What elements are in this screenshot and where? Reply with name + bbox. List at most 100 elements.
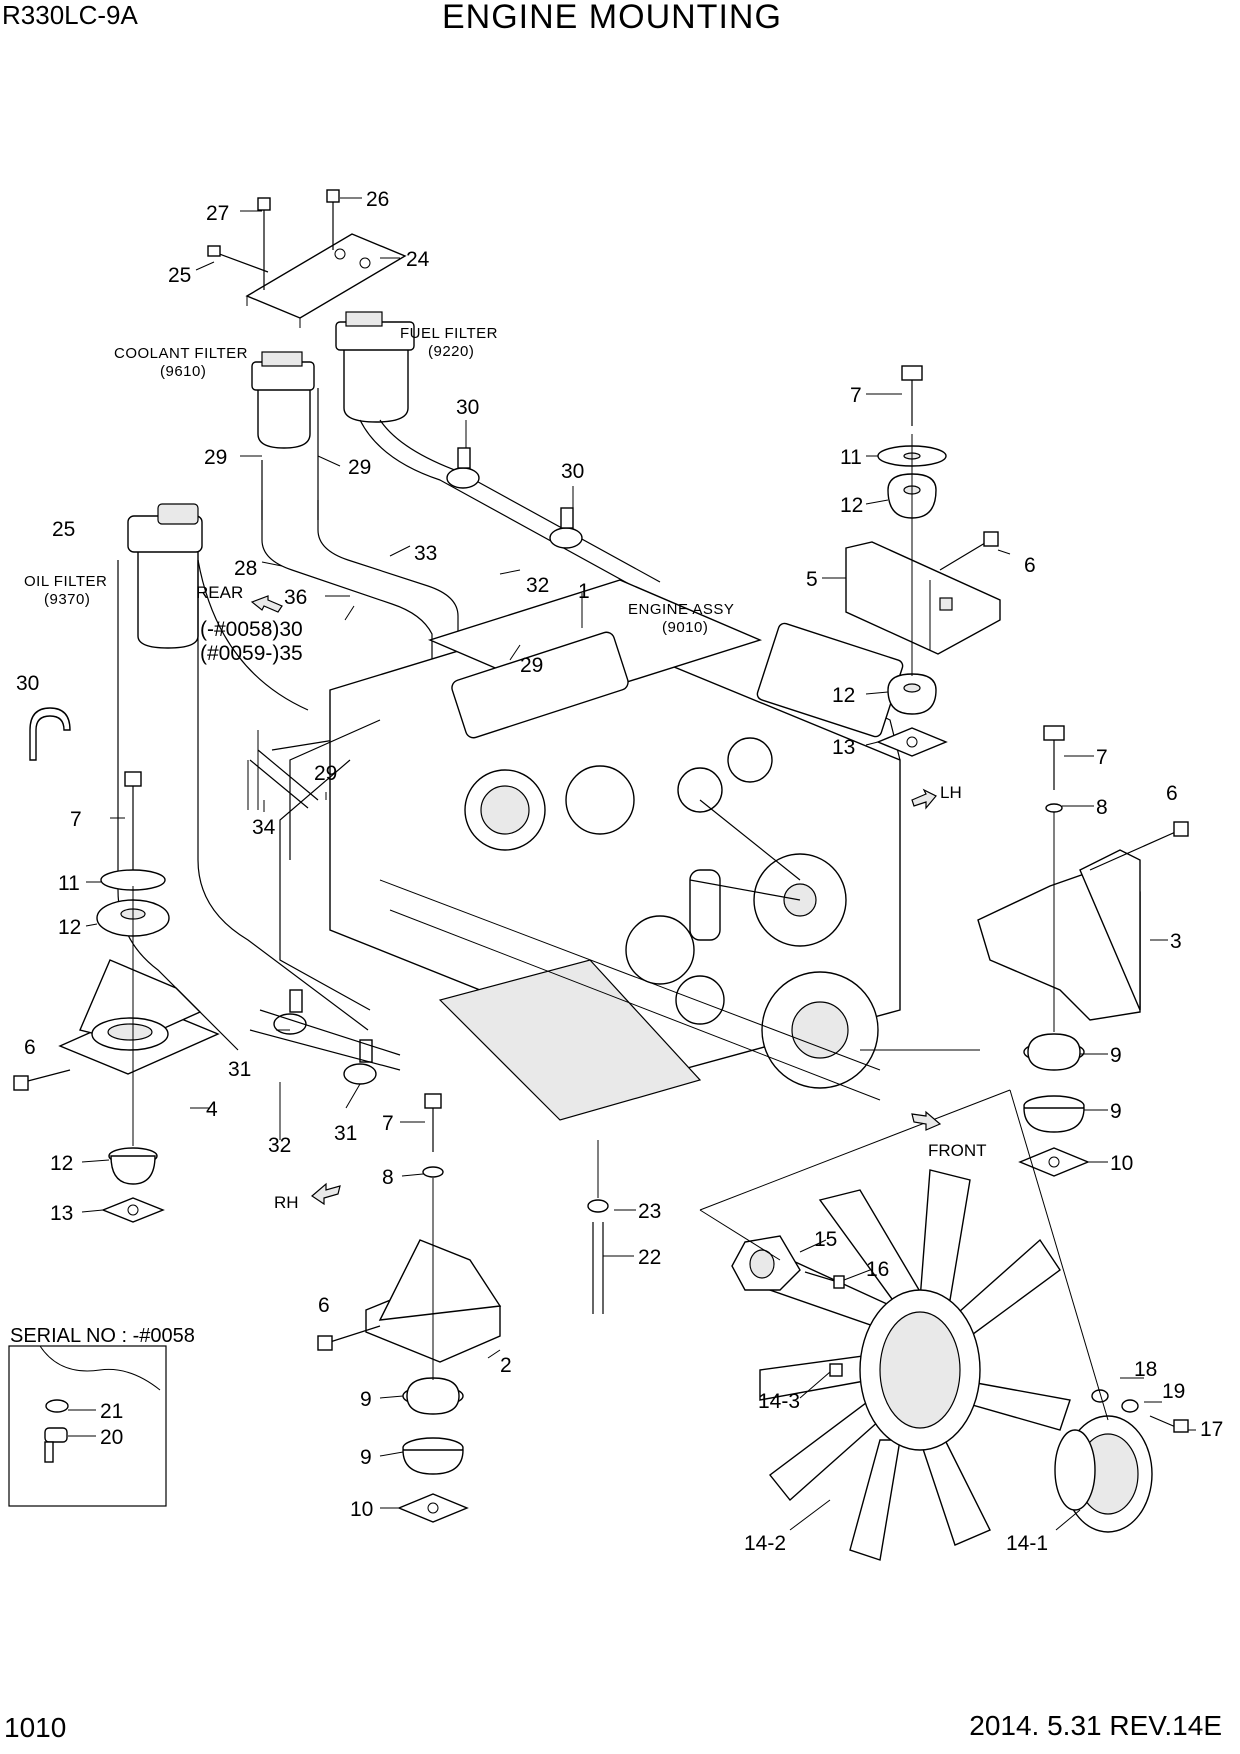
- callout-19: 19: [1162, 1380, 1185, 1403]
- callout-26: 26: [366, 188, 389, 211]
- callout-9: 9: [1110, 1044, 1122, 1067]
- engine-assembly: [279, 579, 904, 1121]
- callout-11: 11: [840, 446, 862, 469]
- callout-22: 22: [638, 1246, 661, 1269]
- oil-filter-code: (9370): [44, 591, 90, 608]
- serial-box-label: SERIAL NO : -#0058: [10, 1325, 195, 1347]
- dipstick-tube: [587, 1140, 609, 1314]
- callout-13: 13: [50, 1202, 73, 1225]
- oil-filter-label: OIL FILTER: [24, 573, 107, 590]
- callout-31: 31: [334, 1122, 357, 1145]
- callout-6: 6: [1024, 554, 1036, 577]
- direction-arrows: [250, 595, 942, 1206]
- callout-29: 29: [520, 654, 543, 677]
- callout-7: 7: [1096, 746, 1108, 769]
- callout-11: 11: [58, 872, 80, 895]
- callout-33: 33: [414, 542, 437, 565]
- engine-assy-code: (9010): [662, 619, 708, 636]
- right-rear-mount: [845, 365, 1001, 757]
- coolant-filter-label: COOLANT FILTER: [114, 345, 248, 362]
- clip-30: [29, 707, 71, 761]
- callout-28: 28: [234, 557, 257, 580]
- callout-6: 6: [318, 1294, 330, 1317]
- callout-leaders: [68, 393, 1196, 1531]
- fuel-line-clamps: [446, 447, 583, 549]
- callout-9: 9: [1110, 1100, 1122, 1123]
- callout-12: 12: [50, 1152, 73, 1175]
- callout-14-2: 14-2: [744, 1532, 786, 1555]
- coolant-filter: [251, 351, 319, 520]
- callout-6: 6: [24, 1036, 36, 1059]
- engine-assy-label: ENGINE ASSY: [628, 601, 734, 618]
- callout-34: 34: [252, 816, 276, 839]
- callout-6: 6: [1166, 782, 1178, 805]
- callout-31: 31: [228, 1058, 251, 1081]
- callout-29: 29: [204, 446, 227, 469]
- rear-label: REAR: [196, 583, 243, 602]
- revision-date: 2014. 5.31 REV.14E: [969, 1710, 1222, 1741]
- callout-25: 25: [52, 518, 75, 541]
- callout-17: 17: [1200, 1418, 1223, 1441]
- model-code: R330LC-9A: [2, 0, 138, 30]
- serial-detail-box: [8, 1345, 167, 1507]
- oil-pipe-clamps: [249, 989, 401, 1085]
- callout-15: 15: [814, 1228, 837, 1251]
- component-notes: COOLANT FILTER (9610) FUEL FILTER (9220)…: [24, 325, 734, 665]
- callout-7: 7: [850, 384, 862, 407]
- callout-21: 21: [100, 1400, 123, 1423]
- callout-16: 16: [866, 1258, 889, 1281]
- front-label: FRONT: [928, 1141, 987, 1160]
- callout-27: 27: [206, 202, 229, 225]
- callout-30: 30: [456, 396, 479, 419]
- page-number: 1010: [4, 1712, 67, 1743]
- callout-36: 36: [284, 586, 307, 609]
- callout-29: 29: [348, 456, 371, 479]
- fuel-filter: [335, 311, 415, 423]
- callout-12: 12: [832, 684, 855, 707]
- callout-5: 5: [806, 568, 818, 591]
- right-front-mount: [977, 725, 1189, 1177]
- cooling-fan: [731, 1169, 1189, 1561]
- callout-8: 8: [1096, 796, 1108, 819]
- callout-2: 2: [500, 1354, 512, 1377]
- callout-12: 12: [840, 494, 863, 517]
- callout-9: 9: [360, 1446, 372, 1469]
- callout-9: 9: [360, 1388, 372, 1411]
- rh-label: RH: [274, 1193, 299, 1212]
- serial-note-35: (#0059-)35: [200, 642, 303, 665]
- left-front-mount: [13, 771, 220, 1223]
- callout-18: 18: [1134, 1358, 1157, 1381]
- callout-8: 8: [382, 1166, 394, 1189]
- serial-note-30: (-#0058)30: [200, 618, 303, 641]
- callout-13: 13: [832, 736, 855, 759]
- callout-7: 7: [70, 808, 82, 831]
- direction-labels: REAR LH RH FRONT: [196, 583, 987, 1212]
- page-title: ENGINE MOUNTING: [442, 0, 782, 36]
- coolant-filter-code: (9610): [160, 363, 206, 380]
- callout-30: 30: [16, 672, 39, 695]
- oil-filter: [117, 503, 369, 1051]
- fuel-filter-code: (9220): [428, 343, 474, 360]
- callout-32: 32: [268, 1134, 291, 1157]
- callout-14-1: 14-1: [1006, 1532, 1048, 1555]
- callout-1: 1: [578, 580, 590, 603]
- callout-10: 10: [1110, 1152, 1133, 1175]
- callout-4: 4: [206, 1098, 218, 1121]
- callout-14-3: 14-3: [758, 1390, 800, 1413]
- callout-3: 3: [1170, 930, 1182, 953]
- callout-10: 10: [350, 1498, 373, 1521]
- callout-20: 20: [100, 1426, 123, 1449]
- callout-29: 29: [314, 762, 337, 785]
- callout-labels: 27 26 25 24 29 29 30 30 25 32 28 33 36 1…: [16, 188, 1223, 1555]
- callout-24: 24: [406, 248, 430, 271]
- callout-7: 7: [382, 1112, 394, 1135]
- callout-25: 25: [168, 264, 191, 287]
- callout-12: 12: [58, 916, 81, 939]
- fuel-filter-label: FUEL FILTER: [400, 325, 498, 342]
- lh-label: LH: [940, 783, 962, 802]
- filter-head-bracket: [207, 189, 407, 328]
- left-rear-mount: [317, 1093, 502, 1523]
- callout-23: 23: [638, 1200, 661, 1223]
- callout-32: 32: [526, 574, 549, 597]
